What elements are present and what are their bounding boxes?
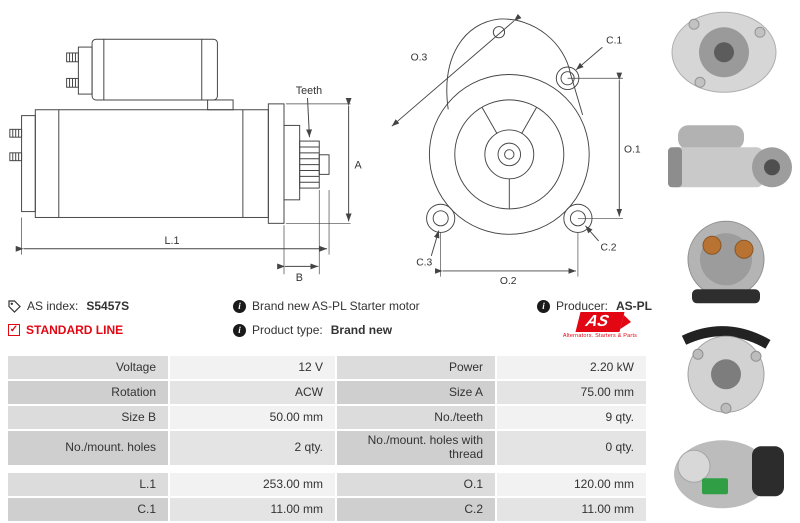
producer-line: i Producer: AS-PL	[536, 294, 652, 318]
spec-label: Size B	[8, 406, 168, 430]
info-icon: i	[536, 299, 550, 313]
as-pl-logo-mark: AS	[575, 312, 633, 332]
product-photo-front-angled[interactable]	[652, 0, 800, 105]
spec-value: 12 V	[170, 356, 335, 380]
dim-label-o1: O.1	[624, 145, 641, 156]
table-row: C.1 11.00 mm C.2 11.00 mm	[8, 498, 646, 521]
as-index-label: AS index:	[27, 299, 79, 313]
spec-value: 120.00 mm	[497, 473, 646, 496]
spec-value: 11.00 mm	[170, 498, 335, 521]
dim-label-teeth: Teeth	[296, 85, 322, 97]
tag-icon	[8, 299, 21, 313]
spec-label: Rotation	[8, 381, 168, 405]
dim-label-o2: O.2	[500, 276, 517, 286]
spec-label: L.1	[8, 473, 168, 496]
as-pl-logo-text: AS	[583, 313, 611, 330]
spec-label: Power	[337, 356, 495, 380]
as-index-value: S5457S	[86, 299, 130, 313]
spec-label: Size A	[337, 381, 495, 405]
dim-label-c2: C.2	[600, 242, 616, 253]
table-row: Voltage 12 V Power 2.20 kW	[8, 356, 646, 380]
producer-label: Producer:	[555, 299, 608, 313]
dim-label-o3: O.3	[411, 52, 428, 63]
spec-table: Voltage 12 V Power 2.20 kW Rotation ACW …	[0, 352, 652, 523]
spec-value: ACW	[170, 381, 335, 405]
spec-value: 50.00 mm	[170, 406, 335, 430]
standard-line: ✓ STANDARD LINE	[8, 318, 233, 342]
main-column: Teeth A L.1 B	[0, 0, 652, 523]
spec-label: C.1	[8, 498, 168, 521]
spec-value: 11.00 mm	[497, 498, 646, 521]
spec-label: C.2	[337, 498, 495, 521]
side-view-drawing: Teeth A L.1 B	[9, 38, 363, 284]
product-info-bar: AS index: S5457S ✓ STANDARD LINE i Brand…	[0, 286, 652, 352]
spec-value: 2.20 kW	[497, 356, 646, 380]
spec-label: Voltage	[8, 356, 168, 380]
dim-label-b: B	[296, 272, 303, 284]
info-icon: i	[233, 323, 247, 337]
table-row: Rotation ACW Size A 75.00 mm	[8, 381, 646, 405]
spec-value: 0 qty.	[497, 431, 646, 465]
product-type-label: Product type:	[252, 323, 323, 337]
dim-label-l1: L.1	[165, 235, 180, 247]
spec-label: No./mount. holes with thread	[337, 431, 495, 465]
spec-value: 2 qty.	[170, 431, 335, 465]
dim-label-c3: C.3	[416, 257, 432, 268]
spec-label: O.1	[337, 473, 495, 496]
table-row: L.1 253.00 mm O.1 120.00 mm	[8, 473, 646, 496]
table-row: No./mount. holes 2 qty. No./mount. holes…	[8, 431, 646, 465]
front-view-drawing: O.3 C.1 O.1 C.2 C.3 O.2	[391, 13, 641, 286]
spec-label: No./mount. holes	[8, 431, 168, 465]
checkbox-checked-icon: ✓	[8, 324, 20, 336]
as-pl-logo-arrow-icon	[620, 315, 633, 329]
info-col-producer: i Producer: AS-PL	[536, 294, 652, 342]
as-pl-logo: AS Alternators. Starters & Parts	[554, 312, 646, 339]
dim-label-c1: C.1	[606, 35, 622, 46]
product-photo-flange-lever[interactable]	[652, 314, 800, 419]
producer-value: AS-PL	[616, 299, 652, 313]
info-icon: i	[233, 299, 247, 313]
product-photo-solenoid[interactable]	[652, 209, 800, 314]
dim-label-a: A	[355, 160, 363, 172]
info-col-index: AS index: S5457S ✓ STANDARD LINE	[8, 294, 233, 342]
brand-new-text: Brand new AS-PL Starter motor	[252, 299, 420, 313]
product-type-value: Brand new	[330, 323, 393, 337]
product-photo-rear-angled[interactable]	[652, 418, 800, 523]
product-photo-column	[652, 0, 800, 523]
spec-value: 9 qty.	[497, 406, 646, 430]
standard-line-label: STANDARD LINE	[26, 323, 124, 337]
spec-label: No./teeth	[337, 406, 495, 430]
brand-new-line: i Brand new AS-PL Starter motor	[233, 294, 537, 318]
product-photo-side[interactable]	[652, 105, 800, 210]
product-type-line: i Product type: Brand new	[233, 318, 537, 342]
as-pl-logo-tagline: Alternators. Starters & Parts	[562, 333, 638, 339]
technical-drawings: Teeth A L.1 B	[0, 0, 652, 286]
table-row: Size B 50.00 mm No./teeth 9 qty.	[8, 406, 646, 430]
spec-value: 75.00 mm	[497, 381, 646, 405]
info-col-description: i Brand new AS-PL Starter motor i Produc…	[233, 294, 537, 342]
as-index-line: AS index: S5457S	[8, 294, 233, 318]
spec-value: 253.00 mm	[170, 473, 335, 496]
